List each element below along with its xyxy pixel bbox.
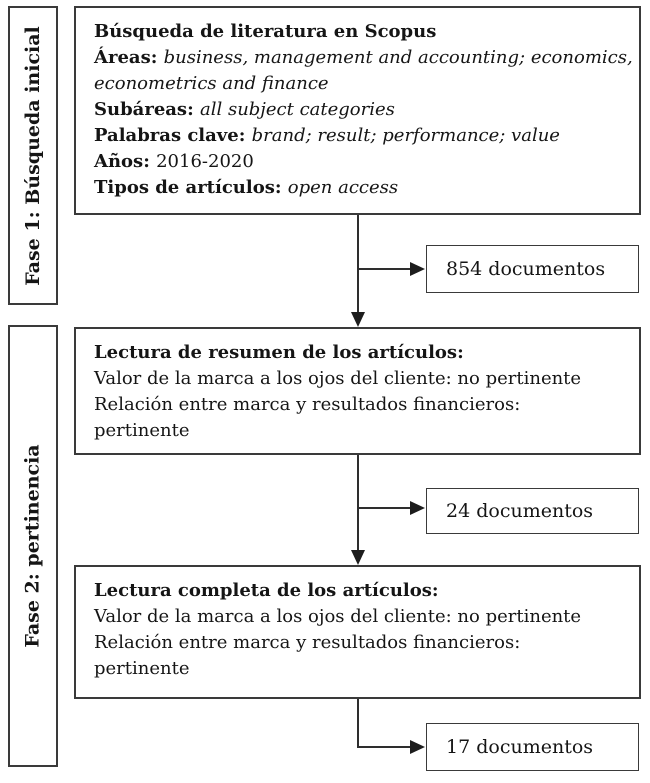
text-line: econometrics and finance [94,71,627,97]
fulltext-screening-box: Lectura completa de los artículos: Valor… [74,565,641,699]
box-title: Lectura de resumen de los artículos: [94,342,464,363]
field-label: Subáreas: [94,99,200,120]
field-label: Años: [94,151,157,172]
criterion-text: Valor de la marca a los ojos del cliente… [94,368,582,389]
arrow-right-icon [410,501,425,515]
text-line: Relación entre marca y resultados financ… [94,392,627,418]
text-line: Palabras clave: brand; result; performan… [94,123,627,149]
criterion-text: pertinente [94,420,190,441]
text-line: pertinente [94,656,627,682]
arrow-down-icon [351,550,365,565]
result-box-17-documents: 17 documentos [426,723,639,771]
field-value: 2016-2020 [156,151,254,172]
box-title: Búsqueda de literatura en Scopus [94,21,437,42]
result-count-label: 854 documentos [446,258,606,280]
field-value: econometrics and finance [94,73,329,94]
result-count-label: 17 documentos [446,736,594,758]
text-line: Relación entre marca y resultados financ… [94,630,627,656]
phase-2-label-box: Fase 2: pertinencia [8,325,58,767]
arrow-right-icon [410,740,425,754]
text-line: Lectura de resumen de los artículos: [94,340,627,366]
result-count-label: 24 documentos [446,500,594,522]
text-line: Valor de la marca a los ojos del cliente… [94,604,627,630]
search-criteria-box: Búsqueda de literatura en Scopus Áreas: … [74,6,641,215]
elbow-line [357,699,411,748]
arrow-down-icon [351,312,365,327]
phase-1-label: Fase 1: Búsqueda inicial [22,25,45,286]
text-line: Lectura completa de los artículos: [94,578,627,604]
field-label: Áreas: [94,47,164,68]
text-line: Años: 2016-2020 [94,149,627,175]
criterion-text: Valor de la marca a los ojos del cliente… [94,606,582,627]
connector-abstract-to-full [351,455,425,565]
text-line: Áreas: business, management and accounti… [94,45,633,71]
connector-full-to-result [357,699,425,754]
criterion-text: pertinente [94,658,190,679]
box-title: Lectura completa de los artículos: [94,580,439,601]
text-line: Subáreas: all subject categories [94,97,627,123]
criterion-text: Relación entre marca y resultados financ… [94,632,521,653]
text-line: Tipos de artículos: open access [94,175,627,201]
criterion-text: Relación entre marca y resultados financ… [94,394,521,415]
field-value: all subject categories [199,99,395,120]
result-box-24-documents: 24 documentos [426,488,639,534]
abstract-screening-box: Lectura de resumen de los artículos: Val… [74,327,641,455]
field-label: Palabras clave: [94,125,252,146]
text-line: pertinente [94,418,627,444]
result-box-854-documents: 854 documentos [426,245,639,293]
phase-1-label-box: Fase 1: Búsqueda inicial [8,6,58,305]
text-line: Búsqueda de literatura en Scopus [94,19,627,45]
phase-2-label: Fase 2: pertinencia [22,444,45,648]
field-label: Tipos de artículos: [94,177,288,198]
arrow-right-icon [410,262,425,276]
field-value: business, management and accounting; eco… [163,47,633,68]
text-line: Valor de la marca a los ojos del cliente… [94,366,627,392]
connector-search-to-abstract [351,215,425,327]
field-value: open access [287,177,399,198]
field-value: brand; result; performance; value [251,125,560,146]
